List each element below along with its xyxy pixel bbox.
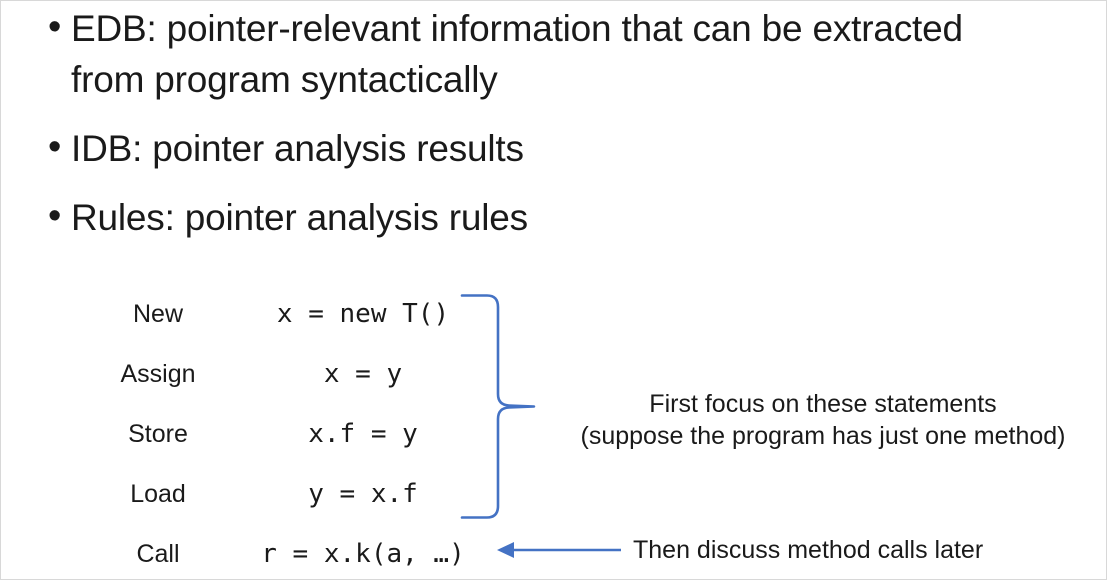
statement-code-new: x = new T() bbox=[276, 299, 450, 329]
statement-table: New x = new T() Assign x = y Store x.f =… bbox=[97, 293, 497, 579]
statement-code-call: r = x.k(a, …) bbox=[261, 539, 465, 569]
statement-code-assign: x = y bbox=[323, 359, 403, 389]
bullet-text-rules: Rules: pointer analysis rules bbox=[71, 197, 528, 238]
table-row: New x = new T() bbox=[97, 293, 497, 353]
statement-label-load: Load bbox=[130, 480, 186, 508]
statement-code-store: x.f = y bbox=[308, 419, 418, 449]
list-item: • IDB: pointer analysis results bbox=[41, 123, 971, 174]
bullet-text-edb: EDB: pointer-relevant information that c… bbox=[71, 8, 963, 100]
list-item: • EDB: pointer-relevant information that… bbox=[41, 3, 971, 105]
brace-annotation-line2: (suppose the program has just one method… bbox=[580, 422, 1066, 450]
statement-label-new: New bbox=[132, 300, 183, 328]
bullet-icon: • bbox=[48, 195, 62, 237]
table-row: Call r = x.k(a, …) bbox=[97, 533, 497, 579]
bullet-list: • EDB: pointer-relevant information that… bbox=[41, 3, 971, 261]
bullet-text-idb: IDB: pointer analysis results bbox=[71, 128, 524, 169]
statement-label-assign: Assign bbox=[120, 360, 196, 388]
bullet-icon: • bbox=[48, 6, 62, 48]
table-row: Store x.f = y bbox=[97, 413, 497, 473]
table-row: Load y = x.f bbox=[97, 473, 497, 533]
table-row: Assign x = y bbox=[97, 353, 497, 413]
statement-label-call: Call bbox=[136, 540, 180, 568]
brace-annotation-line1: First focus on these statements bbox=[649, 390, 997, 418]
list-item: • Rules: pointer analysis rules bbox=[41, 192, 971, 243]
arrow-head-icon bbox=[497, 542, 514, 558]
arrow-annotation: Then discuss method calls later bbox=[633, 536, 984, 564]
statement-code-load: y = x.f bbox=[308, 479, 418, 509]
brace-annotation: First focus on these statements (suppose… bbox=[549, 388, 1097, 452]
statement-label-store: Store bbox=[128, 420, 188, 448]
bullet-icon: • bbox=[48, 126, 62, 168]
